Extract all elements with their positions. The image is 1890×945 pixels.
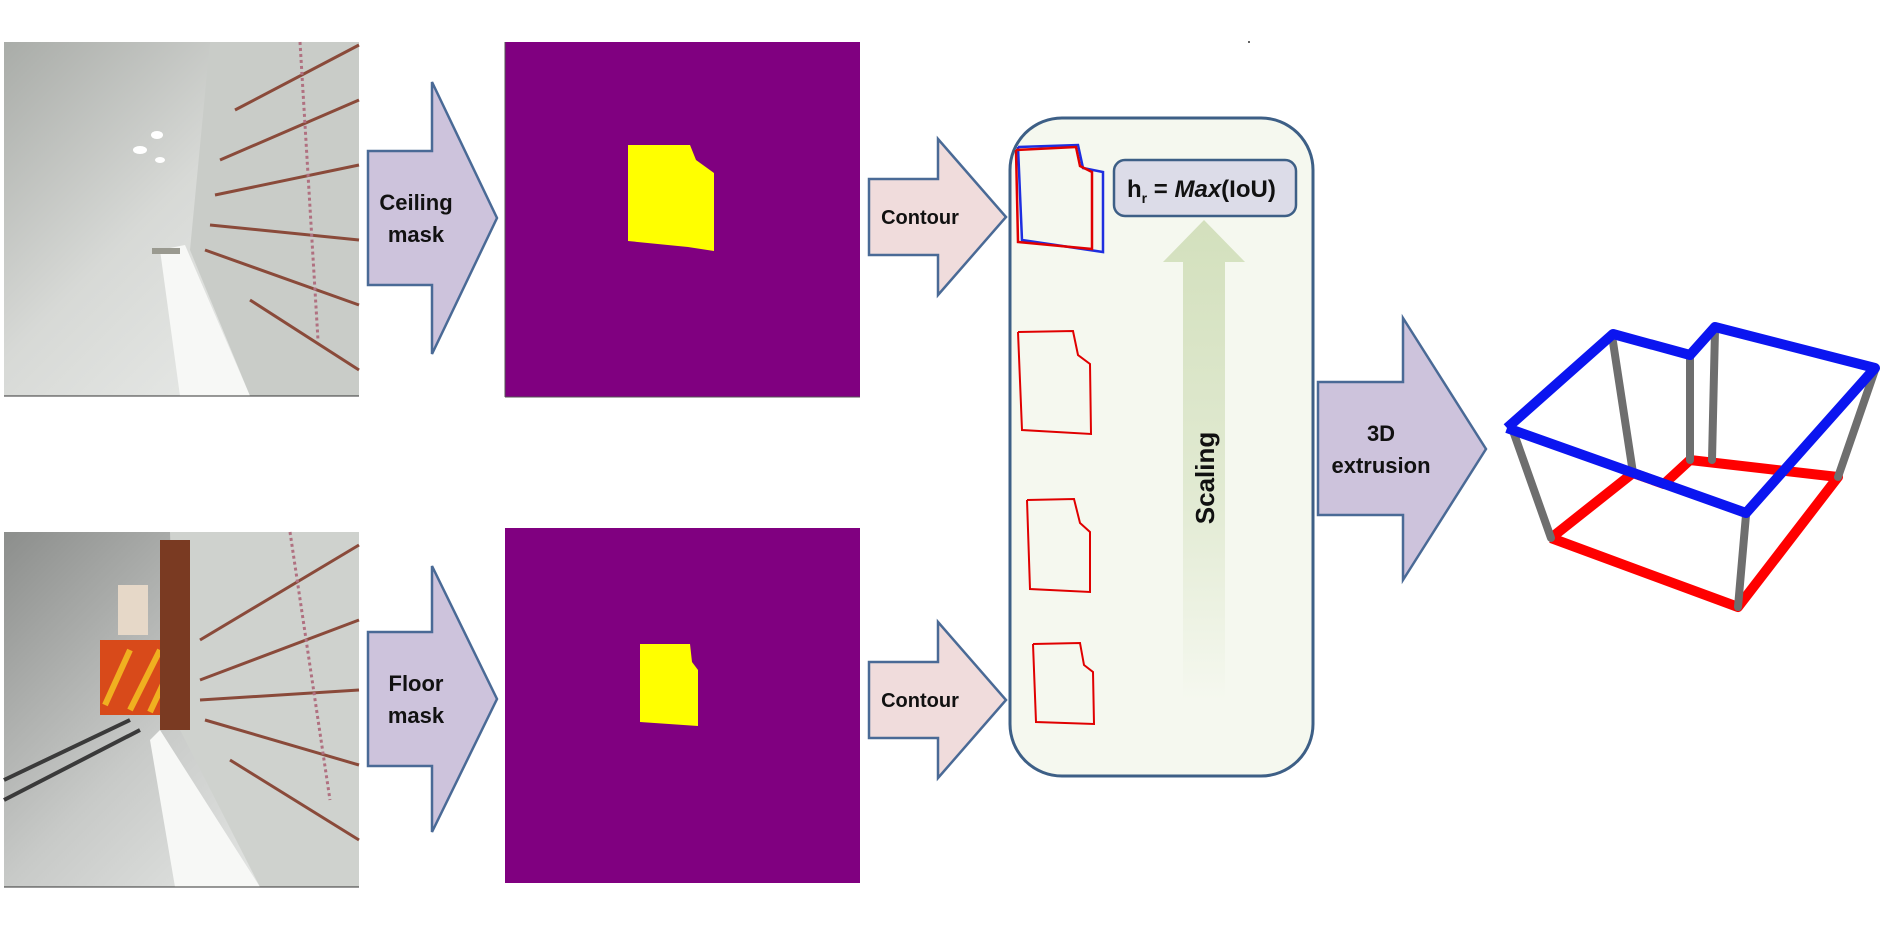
ceiling-polygon	[1503, 322, 1880, 518]
floor-mask-label-line2: mask	[388, 703, 445, 728]
extrusion-arrow: 3D extrusion	[1316, 313, 1488, 585]
formula-box	[1112, 158, 1298, 218]
wall-edge-6	[1734, 511, 1750, 611]
scaling-label: Scaling	[1190, 432, 1220, 524]
contour-label-top: Contour	[881, 207, 959, 229]
stray-dot	[1248, 41, 1250, 43]
wall-edge-5	[1834, 366, 1879, 481]
scaling-arrow	[1163, 220, 1245, 700]
contour-arrow-top: Contour	[867, 135, 1008, 299]
scaling-panel: Scaling hr = Max(IoU)	[1008, 116, 1315, 778]
contour-arrow-bottom: Contour	[867, 618, 1008, 782]
contour-label-bottom: Contour	[881, 690, 959, 712]
extrusion-label-line1: 3D	[1367, 421, 1395, 446]
ceiling-mask-arrow: Ceiling mask	[366, 81, 499, 355]
formula-text: hr = Max(IoU)	[1127, 176, 1276, 206]
contour-scaled-4	[1032, 641, 1096, 726]
wall-edge-1	[1508, 424, 1555, 542]
wall-edge-4	[1708, 326, 1719, 464]
floor-mask-image	[505, 528, 860, 883]
ceiling-mask-image	[504, 42, 860, 398]
floor-polygon	[1547, 455, 1843, 612]
floor-mask-label-line1: Floor	[389, 671, 444, 696]
contour-scaled-max	[1014, 143, 1105, 254]
extrusion-label-line2: extrusion	[1331, 453, 1430, 478]
wall-edge-2	[1609, 338, 1637, 477]
contour-scaled-3	[1026, 497, 1091, 594]
ceiling-photo	[4, 41, 360, 397]
contour-scaled-2	[1017, 329, 1093, 436]
floor-photo	[3, 531, 360, 888]
floor-mask-arrow: Floor mask	[366, 565, 499, 833]
ceiling-mask-label-line1: Ceiling	[379, 190, 452, 215]
room-3d-model	[1503, 322, 1880, 612]
ceiling-mask-label-line2: mask	[388, 222, 445, 247]
